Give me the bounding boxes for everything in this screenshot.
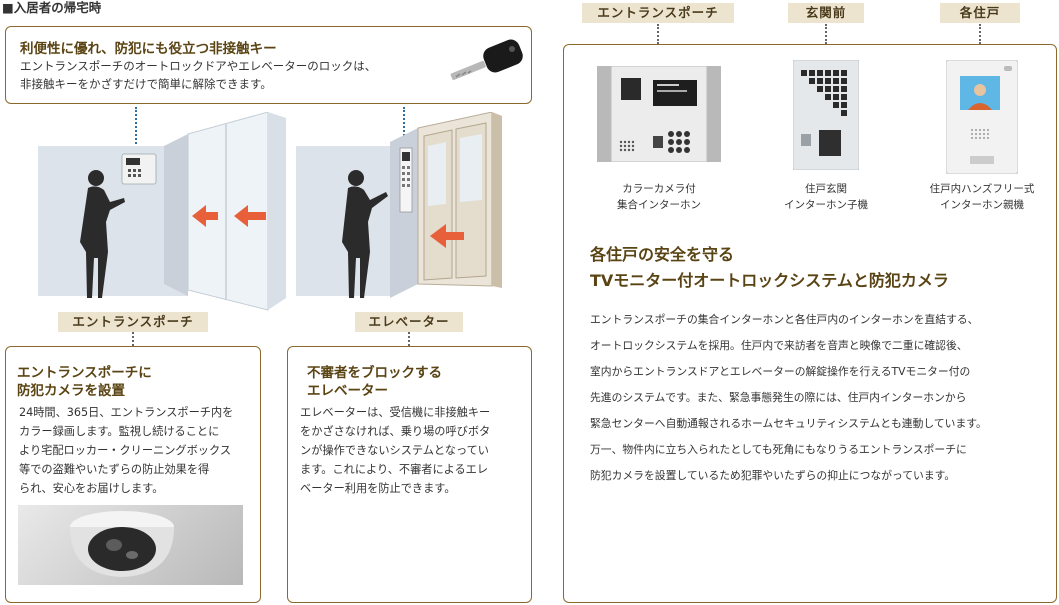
device-caption-line: カラーカメラ付: [622, 183, 696, 195]
camera-body-line: られ、安心をお届けします。: [19, 482, 164, 495]
system-body: エントランスポーチの集合インターホンと各住戸内のインターホンを直結する、 オート…: [590, 307, 1052, 489]
system-body-line: エントランスポーチの集合インターホンと各住戸内のインターホンを直結する、: [590, 313, 979, 326]
camera-body-line: 等での盗難やいたずらの防止効果を得: [19, 463, 210, 476]
leader-line-right-3: [979, 24, 981, 44]
device-caption-line: 集合インターホン: [617, 199, 701, 211]
camera-body-line: より宅配ロッカー・クリーニングボックス: [19, 444, 232, 457]
key-feature-box: 利便性に優れ、防犯にも役立つ非接触キー エントランスポーチのオートロックドアやエ…: [5, 26, 532, 104]
camera-box-body: 24時間、365日、エントランスポーチ内を カラー録画します。監視し続けることに…: [19, 403, 259, 498]
tag-right-entrance-porch: エントランスポーチ: [582, 3, 734, 23]
system-body-line: 室内からエントランスドアとエレベーターの解錠操作を行えるTVモニター付の: [590, 365, 971, 378]
entrance-intercom-image: [597, 66, 721, 162]
tag-entrance-porch: エントランスポーチ: [58, 312, 208, 332]
camera-body-line: カラー録画します。監視し続けることに: [19, 425, 220, 438]
elevator-box-title-1: 不審者をブロックする: [307, 365, 442, 381]
device-caption-line: 住戸内ハンズフリー式: [929, 183, 1035, 195]
tag-right-front-door: 玄関前: [788, 3, 864, 23]
device-caption-monitor: 住戸内ハンズフリー式 インターホン親機: [907, 181, 1057, 213]
key-feature-line1: エントランスポーチのオートロックドアやエレベーターのロックは、: [20, 59, 377, 73]
entrance-elevator-illustration: [38, 112, 502, 311]
leader-line-right-2: [825, 24, 827, 44]
system-body-line: 防犯カメラを設置しているため犯罪やいたずらの抑止につながっています。: [590, 469, 956, 482]
leader-line-right-1: [657, 24, 659, 44]
door-intercom-image: [793, 60, 859, 170]
system-body-line: 万一、物件内に立ち入られたとしても死角にもなりうるエントランスポーチに: [590, 443, 967, 456]
indoor-monitor-image: [946, 60, 1018, 174]
contactless-key-icon: [450, 39, 523, 80]
elevator-body-line: エレベーターは、受信機に非接触キー: [300, 406, 491, 419]
leader-line-camera-box: [132, 332, 134, 346]
elevator-body-line: ンが操作できないシステムとなってい: [300, 444, 489, 457]
section-title: ■入居者の帰宅時: [2, 0, 102, 15]
device-caption-line: インターホン親機: [940, 199, 1024, 211]
camera-body-line: 24時間、365日、エントランスポーチ内を: [19, 406, 234, 419]
elevator-security-box: 不審者をブロックする エレベーター エレベーターは、受信機に非接触キー をかざさ…: [287, 346, 532, 603]
system-title-2: TVモニター付オートロックシステムと防犯カメラ: [590, 271, 949, 290]
camera-box-title-2: 防犯カメラを設置: [17, 383, 125, 399]
dome-camera-photo: [18, 505, 243, 585]
elevator-body-line: ベーター利用を防止できます。: [300, 482, 456, 495]
device-caption-entrance: カラーカメラ付 集合インターホン: [584, 181, 734, 213]
system-body-line: オートロックシステムを採用。住戸内で来訪者を音声と映像で二重に確認後、: [590, 339, 968, 352]
security-camera-box: エントランスポーチに 防犯カメラを設置 24時間、365日、エントランスポーチ内…: [5, 346, 261, 603]
leader-line-elevator-reader: [403, 107, 405, 147]
elevator-box-body: エレベーターは、受信機に非接触キー をかざさなければ、乗り場の呼びボタ ンが操作…: [300, 403, 528, 498]
key-feature-title: 利便性に優れ、防犯にも役立つ非接触キー: [20, 41, 277, 57]
system-title-1: 各住戸の安全を守る: [590, 245, 735, 264]
elevator-body-line: をかざさなければ、乗り場の呼びボタ: [300, 425, 491, 438]
elevator-box-title-2: エレベーター: [307, 383, 388, 399]
system-body-line: 緊急センターへ自動通報されるホームセキュリティシステムとも連動しています。: [590, 417, 987, 430]
system-body-line: 先進のシステムです。また、緊急事態発生の際には、住戸内インターホンから: [590, 391, 967, 404]
leader-line-entrance-reader: [135, 107, 137, 155]
system-box: カラーカメラ付 集合インターホン 住戸玄関 インターホン子機: [563, 44, 1057, 603]
device-caption-door: 住戸玄関 インターホン子機: [751, 181, 901, 213]
leader-line-elevator-box: [408, 332, 410, 346]
device-caption-line: 住戸玄関: [805, 183, 847, 195]
elevator-body-line: ます。これにより、不審者によるエレ: [300, 463, 489, 476]
key-feature-line2: 非接触キーをかざすだけで簡単に解除できます。: [20, 77, 272, 91]
device-caption-line: インターホン子機: [784, 199, 868, 211]
tag-elevator: エレベーター: [355, 312, 463, 332]
camera-box-title-1: エントランスポーチに: [17, 365, 152, 381]
tag-right-unit: 各住戸: [940, 3, 1020, 23]
